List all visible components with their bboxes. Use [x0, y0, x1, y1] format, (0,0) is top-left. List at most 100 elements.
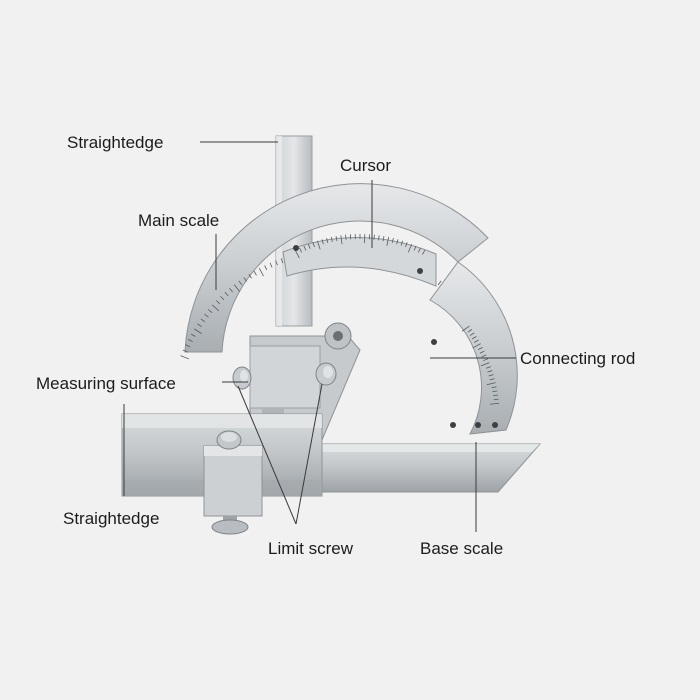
- scale-tick: [190, 333, 196, 337]
- scale-tick: [469, 332, 475, 336]
- scale-tick: [417, 247, 421, 253]
- scale-tick: [490, 402, 500, 405]
- scale-tick: [303, 245, 307, 251]
- label-base-scale: Base scale: [420, 539, 504, 558]
- label-straightedge-bottom: Straightedge: [63, 509, 160, 528]
- scale-tick: [382, 236, 385, 242]
- scale-tick: [391, 238, 394, 244]
- cursor-rivet: [293, 245, 299, 251]
- scale-tick: [207, 309, 213, 313]
- scale-tick: [479, 350, 485, 354]
- label-limit-screw: Limit screw: [268, 539, 354, 558]
- scale-tick: [307, 243, 311, 249]
- scale-tick: [335, 236, 338, 242]
- leader-limit-screw-b: [295, 383, 323, 525]
- cursor-vernier: [282, 234, 437, 287]
- scale-tick: [312, 242, 315, 248]
- scale-tick: [204, 313, 209, 318]
- scale-tick: [373, 234, 375, 240]
- scale-tick: [299, 247, 303, 253]
- sector-rivet: [475, 422, 481, 428]
- scale-tick: [493, 398, 499, 401]
- scale-tick: [330, 236, 333, 242]
- scale-tick: [477, 347, 483, 350]
- connecting-rod-hub: [324, 322, 352, 350]
- scale-tick: [488, 374, 494, 377]
- scale-tick: [345, 234, 347, 240]
- scale-tick: [340, 235, 343, 245]
- scale-tick: [474, 339, 479, 343]
- sector-body: [429, 261, 518, 435]
- scale-tick: [258, 267, 264, 277]
- scale-tick: [378, 235, 380, 241]
- scale-tick: [200, 318, 206, 323]
- scale-tick: [492, 390, 498, 393]
- scale-tick: [437, 280, 442, 286]
- scale-tick: [185, 344, 191, 348]
- scale-tick: [193, 328, 202, 334]
- leader-limit-screw-a: [237, 385, 297, 525]
- limit-screw: [211, 516, 249, 535]
- knurled-knob-left: [232, 366, 252, 390]
- scale-tick: [326, 238, 329, 244]
- scale-tick: [472, 343, 481, 349]
- scale-tick: [489, 378, 495, 381]
- scale-tick: [461, 325, 470, 332]
- scale-tick: [467, 329, 473, 333]
- sector-rivet: [431, 339, 437, 345]
- scale-tick: [400, 240, 404, 246]
- scale-tick: [211, 304, 220, 312]
- scale-tick: [280, 258, 284, 264]
- scale-tick: [197, 323, 202, 327]
- scale-tick: [269, 262, 273, 268]
- label-measuring-surface: Measuring surface: [36, 374, 176, 393]
- label-cursor: Cursor: [340, 156, 392, 175]
- scale-tick: [407, 243, 413, 253]
- leader-lines: [123, 141, 516, 532]
- scale-tick: [485, 366, 491, 369]
- scale-tick: [386, 236, 390, 246]
- scale-tick: [233, 284, 240, 292]
- scale-tick: [487, 370, 493, 373]
- sector-scale-ticks: [461, 325, 500, 405]
- clamp-block: [203, 430, 263, 517]
- scale-tick: [229, 287, 233, 293]
- scale-tick: [483, 358, 488, 362]
- scale-tick: [182, 349, 188, 353]
- knurled-knob-right: [315, 362, 337, 386]
- scale-tick: [405, 242, 408, 248]
- base-scale-blade: [299, 443, 542, 493]
- scale-tick: [422, 249, 426, 255]
- scale-tick: [294, 249, 300, 259]
- scale-tick: [275, 260, 278, 266]
- scale-tick: [321, 239, 324, 245]
- scale-tick: [253, 270, 257, 276]
- scale-tick: [264, 265, 268, 271]
- label-straightedge-top: Straightedge: [67, 133, 164, 152]
- scale-tick: [220, 295, 225, 301]
- scale-tick: [316, 240, 321, 250]
- cursor-scale-ticks: [294, 234, 426, 259]
- scale-tick: [248, 273, 252, 279]
- scale-tick: [396, 239, 399, 245]
- scale-tick: [243, 277, 247, 282]
- scale-tick: [486, 382, 496, 386]
- scale-tick: [238, 280, 243, 286]
- scale-tick: [224, 291, 229, 297]
- sector-rivet: [492, 422, 498, 428]
- scale-tick: [215, 300, 221, 305]
- sector-rivet: [450, 422, 456, 428]
- scale-tick: [180, 355, 190, 360]
- label-connecting-rod: Connecting rod: [520, 349, 636, 368]
- cursor-rivet: [417, 268, 423, 274]
- scale-tick: [481, 354, 487, 358]
- scale-tick: [471, 336, 477, 340]
- scale-tick: [491, 386, 497, 389]
- scale-tick: [493, 394, 499, 397]
- label-main-scale: Main scale: [138, 211, 220, 230]
- scale-tick: [413, 245, 417, 251]
- scale-tick: [187, 338, 193, 342]
- scale-tick: [480, 362, 490, 367]
